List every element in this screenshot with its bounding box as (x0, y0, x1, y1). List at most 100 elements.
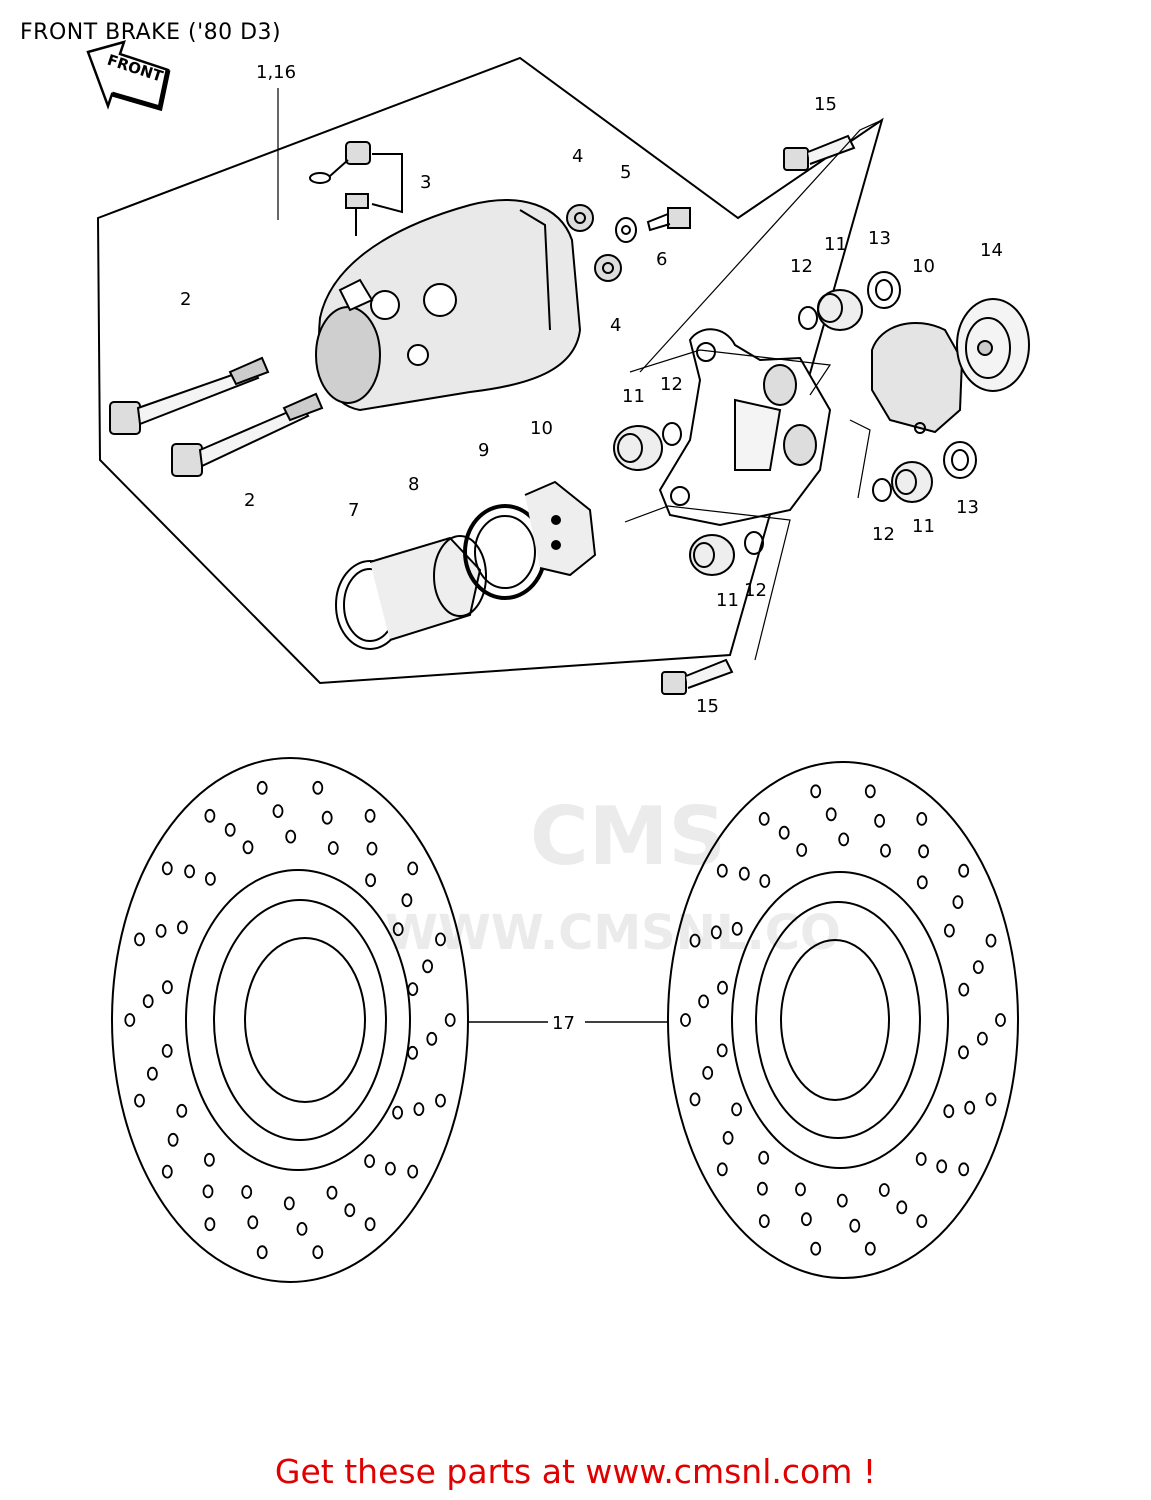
disc-hole (426, 1031, 438, 1046)
disc-hole (444, 1013, 456, 1027)
o-ring-upper (798, 306, 818, 330)
disc-hole (810, 784, 822, 799)
disc-hole (392, 1105, 404, 1120)
callout-3: 3 (420, 172, 431, 193)
disc-hole (864, 1241, 876, 1256)
disc-hole (838, 832, 850, 847)
disc-hole (936, 1159, 948, 1174)
disc-hole (972, 960, 984, 974)
disc-hole (717, 980, 728, 995)
disc-hole (810, 1241, 822, 1256)
disc-hole (716, 1162, 728, 1177)
mounting-bolt-upper (109, 356, 270, 435)
disc-hole (864, 784, 876, 799)
o-ring-right (872, 478, 892, 502)
mounting-bolt-lower (171, 392, 324, 477)
disc-hole (698, 994, 709, 1009)
footer-link[interactable]: Get these parts at www.cmsnl.com ! (274, 1452, 877, 1491)
callout-7: 7 (348, 500, 359, 521)
callout-12-right: 12 (872, 524, 895, 545)
disc-hole (952, 895, 964, 909)
disc-hole (435, 1093, 446, 1108)
disc-hole (204, 1217, 216, 1232)
bleeder-valve (309, 141, 403, 236)
disc-hole (312, 1245, 324, 1260)
disc-hole (124, 1013, 136, 1027)
disc-hole (958, 982, 970, 997)
disc-hole (161, 1164, 173, 1179)
disc-hole (161, 861, 173, 876)
disc-hole (146, 1066, 158, 1081)
disc-hole (916, 812, 928, 826)
callout-6: 6 (656, 249, 667, 270)
o-ring-lower (744, 531, 764, 555)
disc-hole (134, 1093, 145, 1108)
disc-hole (364, 808, 376, 823)
disc-hole (916, 1214, 928, 1228)
disc-hole (364, 1154, 376, 1168)
disc-hole (796, 843, 808, 857)
disc-hole (758, 812, 770, 826)
disc-hole (801, 1212, 812, 1227)
assembly-guide-lines (277, 88, 883, 661)
disc-hole (285, 829, 297, 844)
callout-11-lower: 11 (716, 590, 739, 611)
disc-hole (407, 1164, 419, 1179)
flange-bolt-upper (783, 134, 856, 171)
disc-hole (716, 863, 728, 878)
disc-hole (958, 1045, 969, 1060)
disc-hole (757, 1181, 768, 1196)
piston (369, 535, 487, 641)
disc-hole (242, 840, 254, 855)
disc-hole (995, 1013, 1006, 1027)
disc-hole (176, 920, 188, 935)
disc-hole (916, 875, 928, 890)
callout-4-upper: 4 (572, 146, 583, 167)
callout-9: 9 (478, 440, 489, 461)
disc-hole (849, 1218, 861, 1233)
disc-hole (964, 1100, 976, 1115)
disc-hole (364, 1217, 376, 1232)
callout-10-left: 10 (530, 418, 553, 439)
collar-upper (867, 271, 901, 309)
callout-17: 17 (552, 1013, 575, 1034)
disc-hole (272, 804, 284, 818)
disc-hole (224, 822, 236, 837)
collar-right (943, 441, 977, 479)
disc-hole (161, 1044, 173, 1058)
disc-hole (836, 1193, 848, 1208)
brake-disc-left (111, 757, 469, 1283)
disc-hole (296, 1222, 308, 1236)
disc-hole (722, 1131, 734, 1145)
disc-hole (155, 924, 167, 938)
disc-hole (327, 841, 339, 855)
dust-boot-lower (689, 534, 735, 576)
disc-hole (247, 1215, 259, 1230)
callout-13-lower: 13 (956, 497, 979, 518)
callout-10-right: 10 (912, 256, 935, 277)
disc-hole (731, 921, 743, 936)
exploded-diagram: FRONT (86, 40, 1030, 1283)
nut-upper (566, 204, 594, 232)
dust-boot-upper (817, 289, 863, 331)
disc-hole (731, 1102, 742, 1117)
disc-hole (880, 843, 891, 858)
disc-hole (958, 1162, 970, 1177)
disc-hole (344, 1203, 356, 1218)
disc-hole (413, 1102, 425, 1116)
disc-hole (384, 1161, 396, 1176)
disc-hole (918, 844, 929, 859)
disc-hole (915, 1152, 927, 1166)
disc-hole (142, 994, 154, 1009)
disc-hole (312, 780, 324, 795)
disc-hole (407, 861, 419, 876)
dust-boot-right (891, 461, 933, 503)
caliper-holder-bracket (658, 328, 832, 527)
disc-hole (977, 1031, 988, 1046)
callout-15-lower: 15 (696, 696, 719, 717)
o-ring-left (662, 422, 682, 446)
disc-hole (283, 1196, 295, 1211)
disc-hole (985, 933, 997, 948)
disc-hole (985, 1092, 997, 1107)
disc-hole (716, 1043, 728, 1058)
